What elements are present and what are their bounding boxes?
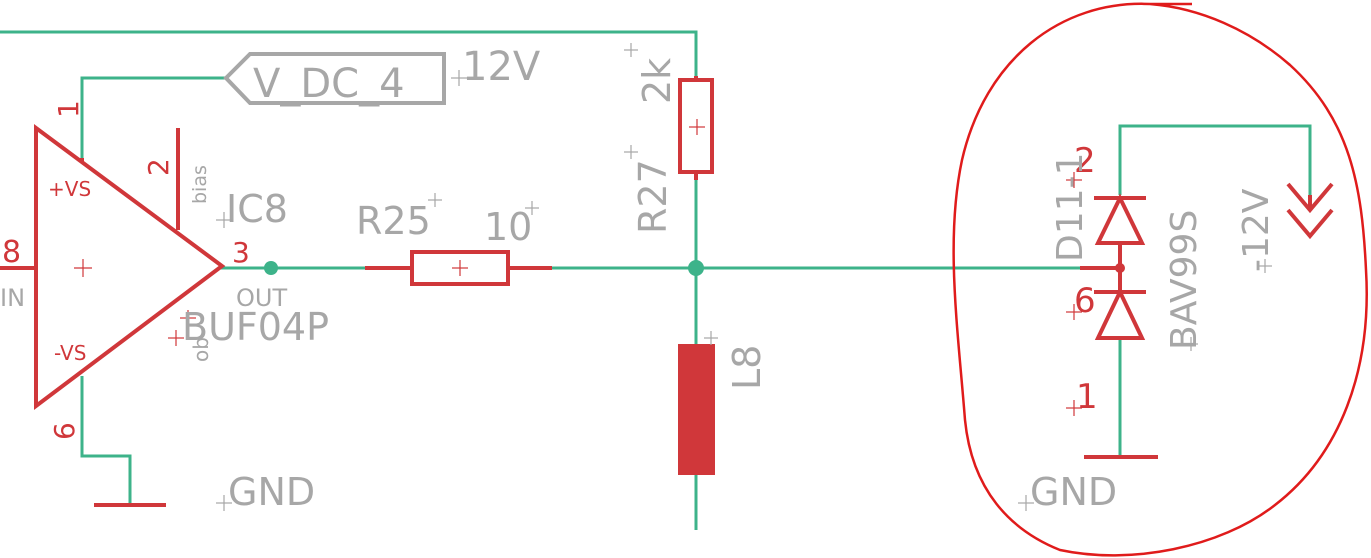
inductor-l8[interactable]: L8 <box>678 331 769 475</box>
ground-left-label: GND <box>228 470 315 514</box>
resistor-r25-name: R25 <box>356 199 431 243</box>
resistor-r25[interactable]: R25 10 <box>356 193 552 286</box>
wires <box>0 30 1312 530</box>
resistor-r27-name: R27 <box>631 159 675 234</box>
pin-vplus-number: 1 <box>52 100 85 118</box>
pin-out-label: OUT <box>236 284 287 312</box>
diode-value: BAV99S <box>1164 210 1205 350</box>
junction-dot-node <box>688 260 704 276</box>
resistor-r25-value: 10 <box>484 205 532 249</box>
resistor-r27-body <box>678 78 714 174</box>
pin-in-number: 8 <box>2 235 21 270</box>
net-label-v-dc-4[interactable]: V_DC_4 12V <box>223 44 541 107</box>
wire-diode-neg12v[interactable] <box>1118 124 1312 195</box>
pin-bias-label: bias <box>189 165 211 204</box>
resistor-r27[interactable]: 2k R27 <box>624 43 714 234</box>
opamp-name: IC8 <box>226 187 288 231</box>
pin-vminus-number: 6 <box>48 422 81 440</box>
inductor-l8-body <box>678 344 715 475</box>
pin-vminus-label: -VS <box>54 341 86 365</box>
ground-right-label: GND <box>1030 470 1117 514</box>
inductor-l8-name: L8 <box>725 345 769 390</box>
annotation-circle <box>952 2 1368 557</box>
diode-name: D11-1 <box>1050 153 1091 262</box>
diode-junction-dot <box>1115 263 1125 273</box>
supply-arrow-inner <box>1286 208 1334 240</box>
diode-pin-bot: 1 <box>1076 377 1098 417</box>
net-label-text: V_DC_4 <box>253 61 405 107</box>
pin-extra-label: ob <box>189 337 213 362</box>
supply-neg-12v[interactable]: -12V <box>1236 182 1334 273</box>
wire-v-dc-4[interactable] <box>80 76 228 160</box>
diode-pin-top: 2 <box>1074 141 1096 181</box>
ground-left[interactable]: GND <box>94 470 315 514</box>
wire-top-rail[interactable] <box>0 30 698 80</box>
pin-vplus-label: +VS <box>48 177 91 201</box>
supply-neg-12v-label: -12V <box>1236 188 1277 272</box>
pin-bias-number: 2 <box>142 158 175 176</box>
net-label-frame <box>223 52 446 105</box>
diode-pin-mid: 6 <box>1074 281 1096 321</box>
diode-d11[interactable]: 2 6 1 D11-1 BAV99S <box>1050 141 1205 417</box>
supply-label-12v: 12V <box>462 44 541 90</box>
pin-out-number: 3 <box>232 236 250 269</box>
diode-bottom-triangle <box>1094 287 1146 340</box>
ground-right[interactable]: GND <box>1018 455 1158 514</box>
junction-dot-out <box>264 261 278 275</box>
resistor-r27-value: 2k <box>635 58 679 104</box>
pin-in-label: IN <box>0 284 25 312</box>
opamp-value: BUF04P <box>182 305 329 349</box>
diode-top-triangle <box>1094 193 1146 245</box>
wire-vminus-gnd[interactable] <box>80 376 132 505</box>
opamp-ic8[interactable]: 8 IN 1 +VS 2 bias 3 OUT -VS ob 6 IC8 BUF… <box>0 100 329 440</box>
